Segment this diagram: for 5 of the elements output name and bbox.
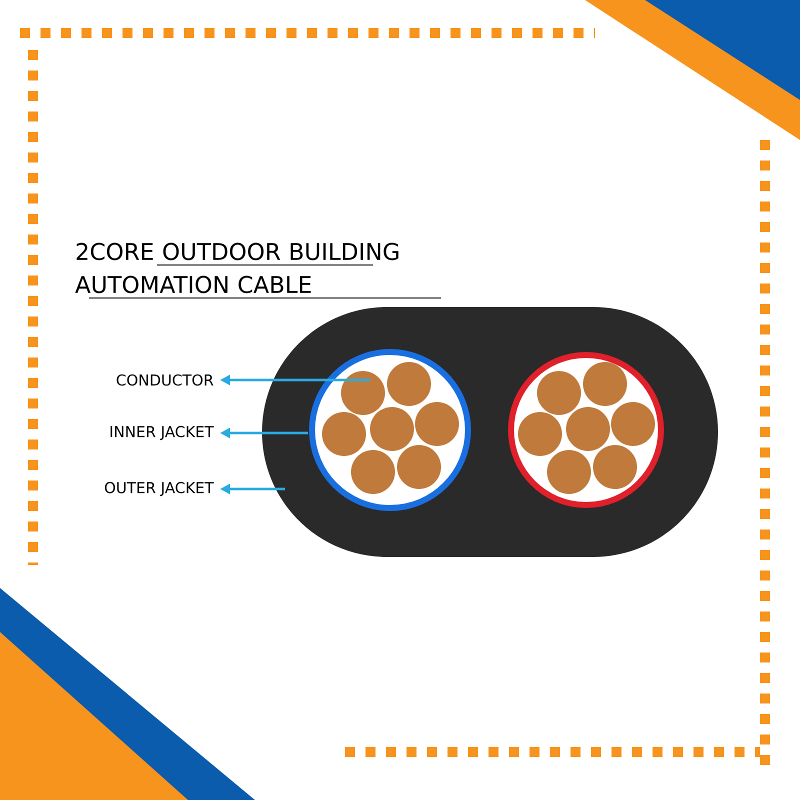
title: 2CORE OUTDOOR BUILDING AUTOMATION CABLE: [75, 242, 442, 298]
conductor-strand: [341, 371, 385, 415]
part-label: INNER JACKET: [110, 426, 214, 440]
part-label: OUTER JACKET: [104, 482, 214, 496]
part-label: CONDUCTOR: [116, 374, 214, 386]
